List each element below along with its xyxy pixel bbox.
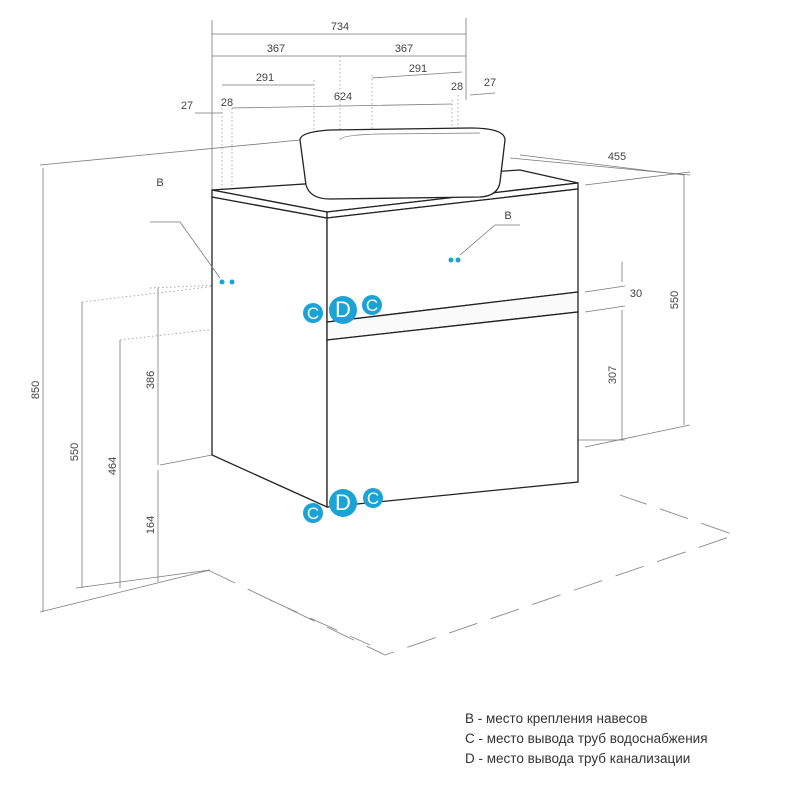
marker-c-lower-left: C <box>307 504 319 523</box>
marker-c-lower-right: C <box>367 489 379 508</box>
lower-drawer <box>326 311 579 508</box>
dim-mount-offset-right: 28 <box>451 81 463 93</box>
dim-mount-height: 386 <box>145 371 157 389</box>
mount-points <box>150 221 520 285</box>
label-b-left: B <box>156 177 163 189</box>
dim-pipe-right: 291 <box>409 63 427 75</box>
floor-outline <box>207 494 737 656</box>
legend-item-c: C - место вывода труб водоснабжения <box>465 731 708 746</box>
marker-c-upper-left: C <box>307 304 319 323</box>
basin <box>299 127 506 200</box>
dim-water-height: 464 <box>107 457 119 475</box>
label-b-right: B <box>504 210 511 222</box>
dim-pipe-left: 291 <box>256 72 274 84</box>
marker-d-lower: D <box>335 490 351 515</box>
marker-c-upper-right: C <box>366 296 378 315</box>
dim-total-height: 850 <box>30 381 42 399</box>
dim-body-height-left: 550 <box>69 443 81 461</box>
dim-total-width: 734 <box>331 21 349 33</box>
dim-edge-right: 27 <box>484 77 496 89</box>
legend: B - место крепления навесов C - место вы… <box>465 709 708 769</box>
dim-mount-offset-left: 28 <box>221 97 233 109</box>
dim-gap: 30 <box>630 288 642 300</box>
legend-item-d: D - место вывода труб канализации <box>465 751 691 766</box>
right-dimension-lines <box>519 154 685 441</box>
cabinet <box>211 127 579 509</box>
dim-depth: 455 <box>608 151 626 163</box>
dim-floor-clearance: 164 <box>145 516 157 534</box>
top-dimension-lines <box>195 18 496 300</box>
dim-half-left: 367 <box>267 43 285 55</box>
pipe-markers: C D C C D C <box>303 295 383 523</box>
dim-body-height-right: 550 <box>669 291 681 309</box>
wall-lines <box>39 139 691 613</box>
legend-item-b: B - место крепления навесов <box>465 711 648 726</box>
dim-edge-left: 27 <box>181 100 193 112</box>
dim-mount-span: 624 <box>334 91 352 103</box>
dim-drawer-height: 307 <box>607 366 619 384</box>
dim-half-right: 367 <box>395 43 413 55</box>
marker-d-upper: D <box>335 297 351 322</box>
left-dimension-lines <box>42 168 311 612</box>
